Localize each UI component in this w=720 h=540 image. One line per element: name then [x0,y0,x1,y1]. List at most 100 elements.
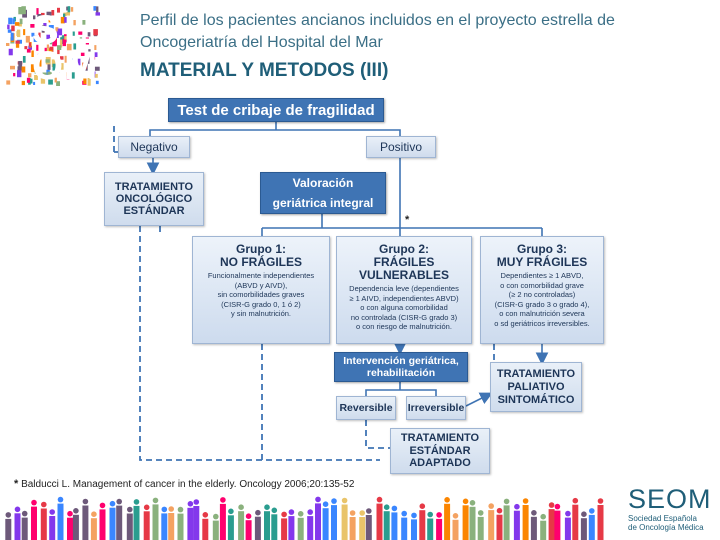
box-paliativo: TRATAMIENTO PALIATIVO SINTOMÁTICO [490,362,582,412]
brand-subtitle-line2: de Oncología Médica [628,523,718,532]
person-body [187,508,193,540]
person-body [15,513,21,540]
person-body [540,521,546,540]
person-body [488,510,494,540]
box-valoracion: Valoración geriátrica integral [260,172,386,214]
person-head [523,498,529,504]
grupo2-detail-line3: o con alguna comorbilidad [349,303,459,313]
person-head [127,507,133,513]
person-head [188,501,194,507]
person-head [531,510,537,516]
box-tratamiento-estandar: TRATAMIENTO ONCOLÓGICO ESTÁNDAR [104,172,204,226]
person-head [213,514,219,520]
connector-dashed-reversible [366,420,390,448]
person-head [331,498,337,504]
person-head [573,498,579,504]
person-head [238,504,244,510]
grupo1-detail-line2: (ABVD y AIVD), [208,281,314,291]
person-body [554,511,560,540]
person-body [281,518,287,540]
person-body [288,516,294,540]
person-body [144,511,150,540]
person-body [161,513,167,540]
box-irreversible: Irreversible [406,396,466,420]
person-head [41,502,47,508]
brand-subtitle-line1: Sociedad Española [628,514,718,523]
tratamiento-estandar-line1: TRATAMIENTO [115,181,193,193]
person-head [264,504,270,510]
person-body [271,514,277,540]
person-head [315,497,321,503]
person-head [178,507,184,513]
person-head [478,510,484,516]
grupo2-detail-line4: no controlada (CISR-G grado 3) [349,313,459,323]
grupo1-detail-line4: (CISR-G grado 0, 1 ó 2) [208,300,314,310]
person-head [323,501,329,507]
person-body [531,517,537,540]
person-head [58,497,64,503]
person-body [127,514,133,540]
person-body [178,514,184,540]
person-body [497,515,503,540]
person-head [91,511,97,517]
person-head [470,500,476,506]
person-head [15,507,21,513]
person-head [255,510,261,516]
person-head [144,505,150,511]
box-test-cribaje: Test de cribaje de fragilidad [168,98,384,122]
grupo2-detail-line5: o con riesgo de malnutrición. [349,322,459,332]
person-body [436,519,442,540]
grupo3-detail-line2: o con comorbilidad grave [494,281,589,291]
irreversible-label: Irreversible [408,402,465,414]
person-head [463,499,469,505]
person-body [598,505,604,540]
person-body [419,510,425,540]
grupo3-heading: Grupo 3: MUY FRÁGILES [497,243,587,269]
grupo2-detail-line2: ≥ 1 AIVD, independientes ABVD) [349,294,459,304]
person-body [116,506,122,540]
person-head [67,511,73,517]
brand-subtitle: Sociedad Española de Oncología Médica [628,514,718,532]
person-head [116,499,122,505]
person-body [213,521,219,540]
person-head [350,510,356,516]
person-head [366,508,372,514]
person-head [581,511,587,517]
connector-intervencion [366,380,436,396]
person-body [58,504,64,540]
person-body [41,509,47,540]
person-head [31,500,37,506]
person-head [436,512,442,518]
grupo3-heading-line2: MUY FRÁGILES [497,256,587,269]
grupo3-detail-line5: o con malnutrición severa [494,309,589,319]
paliativo-line3: SINTOMÁTICO [498,394,575,407]
person-body [153,504,159,540]
valoracion-line2: geriátrica integral [273,193,374,213]
grupo3-detail-line4: (CISR-G grado 3 o grado 4), [494,300,589,310]
person-head [194,499,200,505]
grupo2-heading: Grupo 2: FRÁGILES VULNERABLES [359,243,449,282]
person-head [420,503,426,509]
reversible-label: Reversible [339,402,392,414]
connector-irreversible [466,394,490,406]
grupo1-detail: Funcionalmente independientes (ABVD y AI… [208,271,314,319]
person-head [427,512,433,518]
person-body [523,505,529,540]
person-body [202,519,208,540]
connector-valoracion [262,212,542,236]
person-head [228,509,234,515]
valoracion-line1: Valoración [293,173,354,193]
person-body [193,506,199,540]
person-head [392,506,398,512]
person-body [453,520,459,540]
person-body [366,515,372,540]
person-body [463,505,469,540]
person-head [281,512,287,518]
person-body [359,517,365,540]
box-grupo1: Grupo 1: NO FRÁGILES Funcionalmente inde… [192,236,330,344]
person-body [91,518,97,540]
person-body [377,504,383,540]
person-body [255,517,261,540]
grupo3-detail-line3: (≥ 2 no controladas) [494,290,589,300]
box-grupo2: Grupo 2: FRÁGILES VULNERABLES Dependenci… [336,236,472,344]
